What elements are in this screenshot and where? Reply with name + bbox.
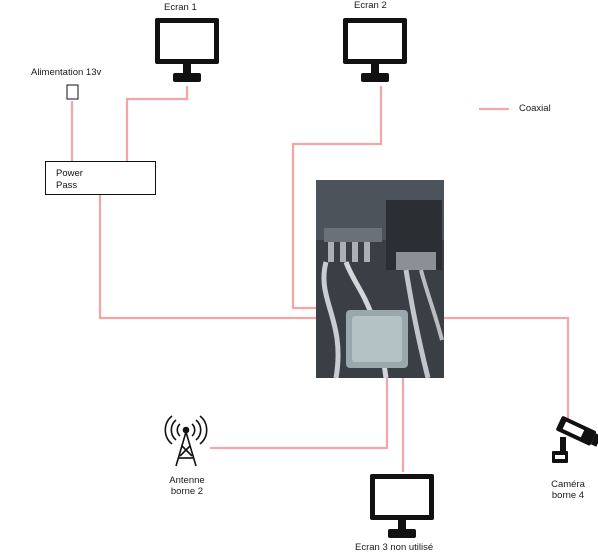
alimentation-label: Alimentation 13v <box>31 67 102 78</box>
junction-box-photo <box>316 180 444 378</box>
coaxial-legend-label: Coaxial <box>519 103 551 114</box>
power-label-line2: Pass <box>56 180 78 191</box>
camera-line1: Caméra <box>551 479 585 490</box>
cable-antenna <box>210 378 389 450</box>
antenne-label: Antenne borne 2 <box>160 475 214 497</box>
coaxial-cables <box>70 86 570 472</box>
cable-camera <box>444 316 570 420</box>
monitor-icon <box>343 18 407 82</box>
power-label-line1: Power <box>56 168 83 179</box>
camera-line2: borne 4 <box>551 490 585 501</box>
camera-label: Caméra borne 4 <box>541 479 595 501</box>
cable-powerpass-box <box>98 195 316 320</box>
antenne-line1: Antenne <box>169 475 205 486</box>
power-plug-icon <box>66 84 79 100</box>
cable-ecran1 <box>125 86 189 161</box>
monitor-icon <box>155 18 219 82</box>
monitor-icon <box>370 474 434 538</box>
power-pass-box <box>45 161 156 195</box>
ecran2-label: Ecran 2 <box>354 0 387 11</box>
antenne-line2: borne 2 <box>170 486 204 497</box>
cable-ecran2 <box>291 86 383 310</box>
antenna-icon <box>164 415 208 467</box>
camera-icon <box>552 416 598 463</box>
ecran3-label: Ecran 3 non utilisé <box>355 542 434 553</box>
ecran1-label: Ecran 1 <box>164 2 197 13</box>
power-pass-label: Power Pass <box>56 168 83 192</box>
